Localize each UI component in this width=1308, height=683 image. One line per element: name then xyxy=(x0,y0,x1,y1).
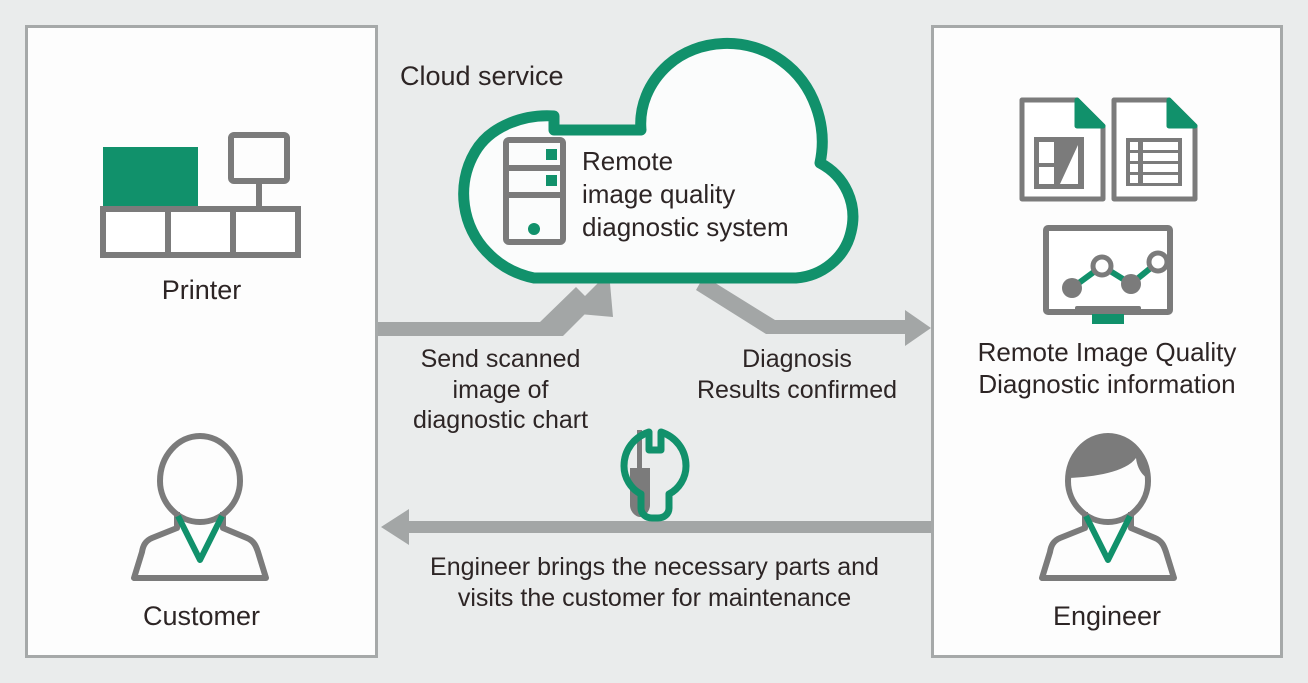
cloud-service-label: Cloud service xyxy=(400,61,564,91)
cloud-system-label: Remote image quality diagnostic system xyxy=(582,146,789,242)
arrow-send-scanned xyxy=(378,272,613,336)
flow-label-send-scanned: Send scanned image of diagnostic chart xyxy=(412,345,589,434)
flow-label-diagnosis-results: Diagnosis Results confirmed xyxy=(696,345,898,404)
arrow-engineer-visit xyxy=(381,509,931,545)
engineer-label: Engineer xyxy=(1052,601,1162,631)
printer-label: Printer xyxy=(161,275,242,305)
customer-label: Customer xyxy=(142,601,261,631)
panel-customer xyxy=(25,25,378,658)
remote-image-quality-info-label: Remote Image Quality Diagnostic informat… xyxy=(977,337,1237,399)
arrow-diagnosis-results xyxy=(696,276,931,346)
flow-label-engineer-visit: Engineer brings the necessary parts and … xyxy=(430,553,879,612)
